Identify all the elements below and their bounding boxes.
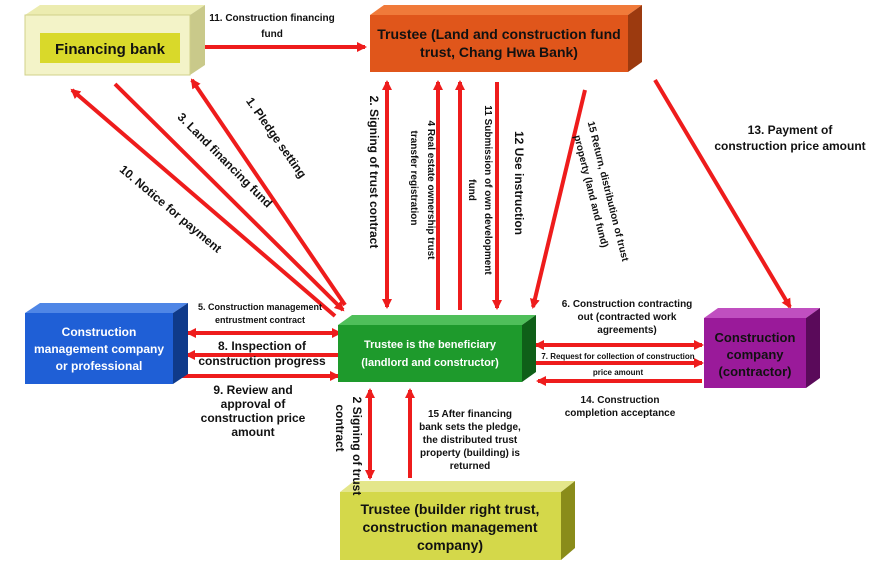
contractor-line-1: Construction bbox=[715, 330, 796, 345]
contractor-line-2: company bbox=[726, 347, 784, 362]
node-cm-company: Construction management company or profe… bbox=[25, 303, 188, 384]
label-13-line-1: 13. Payment of bbox=[748, 123, 834, 137]
label-6-line-1: 6. Construction contracting bbox=[562, 299, 693, 310]
arrow-land-financing-fund bbox=[113, 82, 345, 312]
label-12-use-instruction: 12 Use instruction bbox=[512, 131, 526, 235]
label-15-after-line-5: returned bbox=[450, 461, 491, 472]
label-14-line-2: completion acceptance bbox=[565, 408, 676, 419]
arrow-notice-for-payment bbox=[70, 88, 337, 318]
label-13-line-2: construction price amount bbox=[714, 139, 865, 153]
label-5-line-2: entrustment contract bbox=[215, 315, 305, 325]
node-contractor: Construction company (contractor) bbox=[704, 308, 820, 388]
label-7-line-2: price amount bbox=[593, 368, 644, 377]
label-8-line-2: construction progress bbox=[198, 354, 326, 368]
node-trustee-fund: Trustee (Land and construction fund trus… bbox=[370, 5, 642, 72]
label-15-after-line-2: bank sets the pledge, bbox=[419, 422, 521, 433]
label-8-line-1: 8. Inspection of bbox=[218, 339, 307, 353]
financing-bank-plate bbox=[40, 33, 180, 63]
label-15-after-line-3: the distributed trust bbox=[423, 435, 518, 446]
label-15-after-line-4: property (building) is bbox=[420, 448, 520, 459]
label-14-line-1: 14. Construction bbox=[581, 395, 660, 406]
label-9-line-4: amount bbox=[231, 425, 274, 439]
node-trustee-builder: Trustee (builder right trust, constructi… bbox=[340, 481, 575, 560]
label-2b-line-1: 2 Signing of trust bbox=[350, 397, 364, 496]
arrow-return-trust-property bbox=[530, 89, 587, 309]
label-11-own-line-2: fund bbox=[466, 179, 477, 201]
arrow-payment-construction-price bbox=[653, 78, 792, 309]
arrows bbox=[70, 42, 792, 480]
label-11-own-line-1: 11 Submission of own development bbox=[482, 105, 493, 275]
trustee-fund-line-1: Trustee (Land and construction fund bbox=[377, 26, 620, 42]
label-9-line-2: approval of bbox=[221, 397, 287, 411]
label-6-line-2: out (contracted work bbox=[578, 312, 677, 323]
cm-company-line-1: Construction bbox=[62, 325, 137, 339]
beneficiary-line-1: Trustee is the beneficiary bbox=[364, 339, 497, 351]
label-11-financing-line-1: 11. Construction financing bbox=[209, 13, 335, 24]
label-5-line-1: 5. Construction management bbox=[198, 302, 322, 312]
trustee-builder-line-1: Trustee (builder right trust, bbox=[361, 501, 540, 517]
cm-company-line-3: or professional bbox=[56, 359, 143, 373]
label-4-line-1: 4 Real estate ownership trust bbox=[425, 121, 436, 261]
trustee-fund-line-2: trust, Chang Hwa Bank) bbox=[420, 44, 578, 60]
cm-company-line-2: management company bbox=[34, 342, 164, 356]
contractor-line-3: (contractor) bbox=[719, 364, 792, 379]
node-financing-bank: Financing bank bbox=[24, 5, 205, 76]
label-9-line-1: 9. Review and bbox=[213, 383, 292, 397]
financing-bank-label: Financing bank bbox=[55, 41, 166, 58]
beneficiary-line-2: (landlord and constructor) bbox=[361, 357, 499, 369]
label-2b-line-2: contract bbox=[333, 404, 347, 451]
label-4-line-2: transfer registration bbox=[408, 130, 419, 225]
label-6-line-3: agreements) bbox=[597, 325, 656, 336]
label-2-signing-trust: 2. Signing of trust contract bbox=[367, 96, 381, 249]
label-11-financing-line-2: fund bbox=[261, 29, 283, 40]
node-beneficiary: Trustee is the beneficiary (landlord and… bbox=[338, 315, 536, 382]
edge-labels: 11. Construction financing fund 1. Pledg… bbox=[117, 13, 866, 495]
label-7-line-1: 7. Request for collection of constructio… bbox=[541, 352, 694, 361]
trustee-builder-line-2: construction management bbox=[362, 519, 537, 535]
trustee-builder-line-3: company) bbox=[417, 537, 483, 553]
arrow-pledge-setting bbox=[190, 78, 347, 307]
label-15-after-line-1: 15 After financing bbox=[428, 409, 512, 420]
label-9-line-3: construction price bbox=[201, 411, 306, 425]
